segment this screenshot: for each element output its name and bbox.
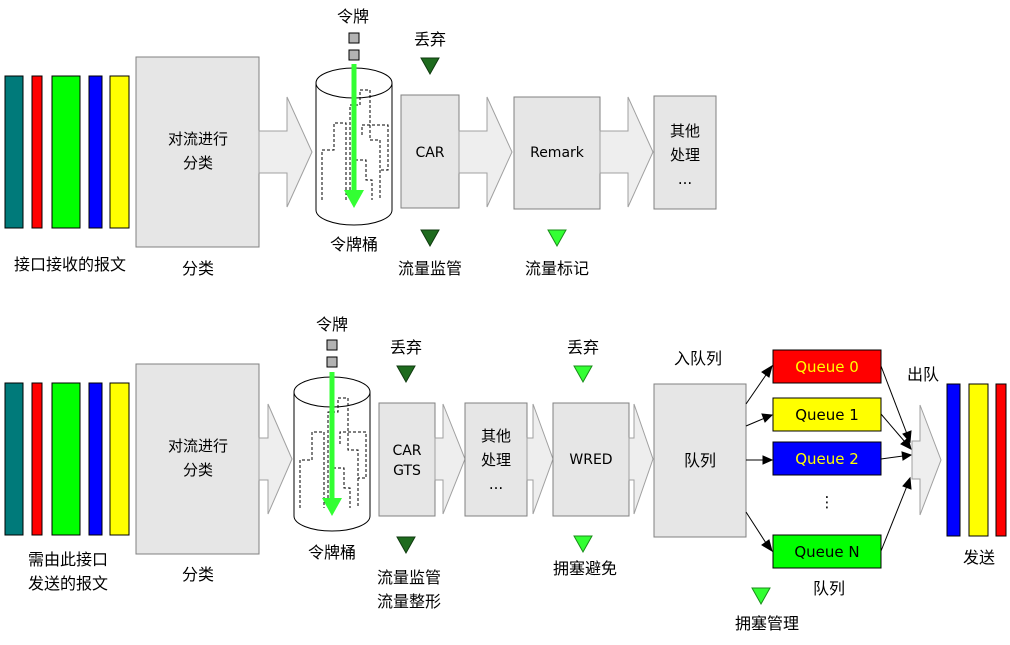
top-remark-marker	[547, 229, 567, 248]
top-arrow-1	[258, 96, 313, 208]
packet-yellow	[109, 75, 130, 229]
bottom-token-2	[326, 356, 338, 368]
bottom-wred-box	[552, 402, 630, 517]
packet-red	[31, 382, 43, 536]
bottom-cargts-box	[378, 402, 436, 517]
bottom-classify-label: 分类	[182, 565, 214, 584]
bottom-queues-label: 队列	[813, 579, 845, 598]
top-car-text: CAR	[415, 145, 444, 161]
top-token-2	[348, 49, 360, 61]
bottom-enqueue-label: 入队列	[674, 349, 722, 368]
bottom-wred-text: WRED	[569, 452, 612, 468]
bottom-classify-text-2: 分类	[183, 461, 213, 479]
top-classify-label: 分类	[182, 259, 214, 278]
bottom-cargts-text-2: GTS	[393, 463, 421, 479]
top-token-1	[348, 32, 360, 44]
bottom-policing-label: 流量监管	[377, 568, 441, 587]
bottom-packets	[4, 382, 130, 536]
sent-packets	[946, 383, 1007, 537]
queue-2-label: Queue 2	[795, 450, 859, 468]
bottom-arrow-2	[434, 403, 466, 515]
bottom-arrow-4	[628, 403, 654, 515]
top-policing-marker	[420, 229, 440, 248]
top-policing-label: 流量监管	[398, 259, 462, 278]
top-arrow-3	[599, 96, 654, 208]
bottom-discard-marker	[396, 365, 416, 384]
bottom-dequeue-arrow	[911, 404, 942, 516]
top-token-bucket	[315, 64, 393, 226]
bottom-dequeue-label: 出队	[907, 365, 939, 384]
top-token-label: 令牌	[337, 7, 369, 26]
dequeue-arrows	[880, 365, 913, 552]
bottom-classify-box	[135, 363, 260, 555]
bottom-discard2-marker	[573, 365, 593, 384]
bottom-policing-marker	[396, 536, 416, 555]
top-classify-text-1: 对流进行	[168, 130, 228, 148]
top-remark-box	[513, 96, 601, 210]
bottom-management-marker	[751, 587, 771, 606]
queue-n-box	[772, 534, 882, 569]
top-other-box	[653, 95, 717, 210]
bottom-send-label: 发送	[963, 548, 995, 567]
bottom-arrow-3	[526, 403, 554, 515]
top-discard-label: 丢弃	[414, 30, 446, 49]
bottom-other-text-1: 其他	[481, 427, 511, 445]
bottom-packets-label-1: 需由此接口	[28, 550, 108, 569]
bottom-other-box	[464, 402, 528, 517]
queue-0-label: Queue 0	[795, 358, 859, 376]
enqueue-arrows	[745, 364, 774, 553]
bottom-token-1	[326, 339, 338, 351]
bottom-cargts-text-1: CAR	[392, 443, 421, 459]
bottom-management-label: 拥塞管理	[735, 614, 799, 633]
top-bucket-label: 令牌桶	[330, 235, 378, 254]
bottom-other-text-2: 处理	[481, 451, 511, 469]
top-classify-text-2: 分类	[183, 154, 213, 172]
queue-2-box	[772, 441, 882, 476]
top-other-text-1: 其他	[670, 122, 700, 140]
sent-packet-blue	[946, 383, 961, 537]
sent-packet-red	[995, 383, 1007, 537]
top-other-text-2: 处理	[670, 146, 700, 164]
queue-1-label: Queue 1	[795, 406, 859, 424]
bottom-other-text-3: ...	[489, 475, 503, 493]
top-discard-marker	[420, 57, 440, 76]
sent-packet-yellow	[968, 383, 989, 537]
top-other-text-3: ...	[678, 170, 692, 188]
bottom-row: 需由此接口 发送的报文 对流进行 分类 分类 令牌 令牌桶 丢弃	[4, 315, 1007, 633]
packet-green	[51, 382, 81, 536]
bottom-token-bucket	[293, 372, 371, 532]
queue-n-label: Queue N	[794, 543, 859, 561]
queue-1-box	[772, 397, 882, 432]
queue-ellipsis: ⋮	[820, 493, 835, 511]
packet-teal	[4, 382, 24, 536]
bottom-shaping-label: 流量整形	[377, 592, 441, 611]
queue-list: Queue 0 Queue 1 Queue 2 ⋮ Queue N	[772, 349, 882, 569]
packet-blue	[88, 75, 103, 229]
packet-blue	[88, 382, 103, 536]
packet-red	[31, 75, 43, 229]
bottom-discard-label: 丢弃	[390, 338, 422, 357]
bottom-discard2-label: 丢弃	[567, 338, 599, 357]
bottom-arrow-1	[258, 403, 293, 515]
top-classify-box	[135, 56, 260, 248]
top-row: 接口接收的报文 对流进行 分类 分类 令牌 令牌桶 丢弃	[4, 7, 717, 278]
top-remark-label: 流量标记	[525, 259, 589, 278]
bottom-bucket-label: 令牌桶	[308, 543, 356, 562]
bottom-avoidance-label: 拥塞避免	[553, 559, 617, 578]
packet-yellow	[109, 382, 130, 536]
top-packets	[4, 75, 130, 229]
top-packets-label: 接口接收的报文	[14, 255, 126, 274]
bottom-queue-box	[653, 383, 747, 538]
top-remark-text: Remark	[530, 145, 585, 161]
top-arrow-2	[458, 96, 513, 208]
bottom-packets-label-2: 发送的报文	[28, 574, 108, 593]
packet-teal	[4, 75, 24, 229]
bottom-token-label: 令牌	[316, 315, 348, 334]
packet-green	[51, 75, 81, 229]
bottom-avoidance-marker	[573, 535, 593, 554]
bottom-classify-text-1: 对流进行	[168, 437, 228, 455]
bottom-queue-box-text: 队列	[684, 451, 716, 470]
